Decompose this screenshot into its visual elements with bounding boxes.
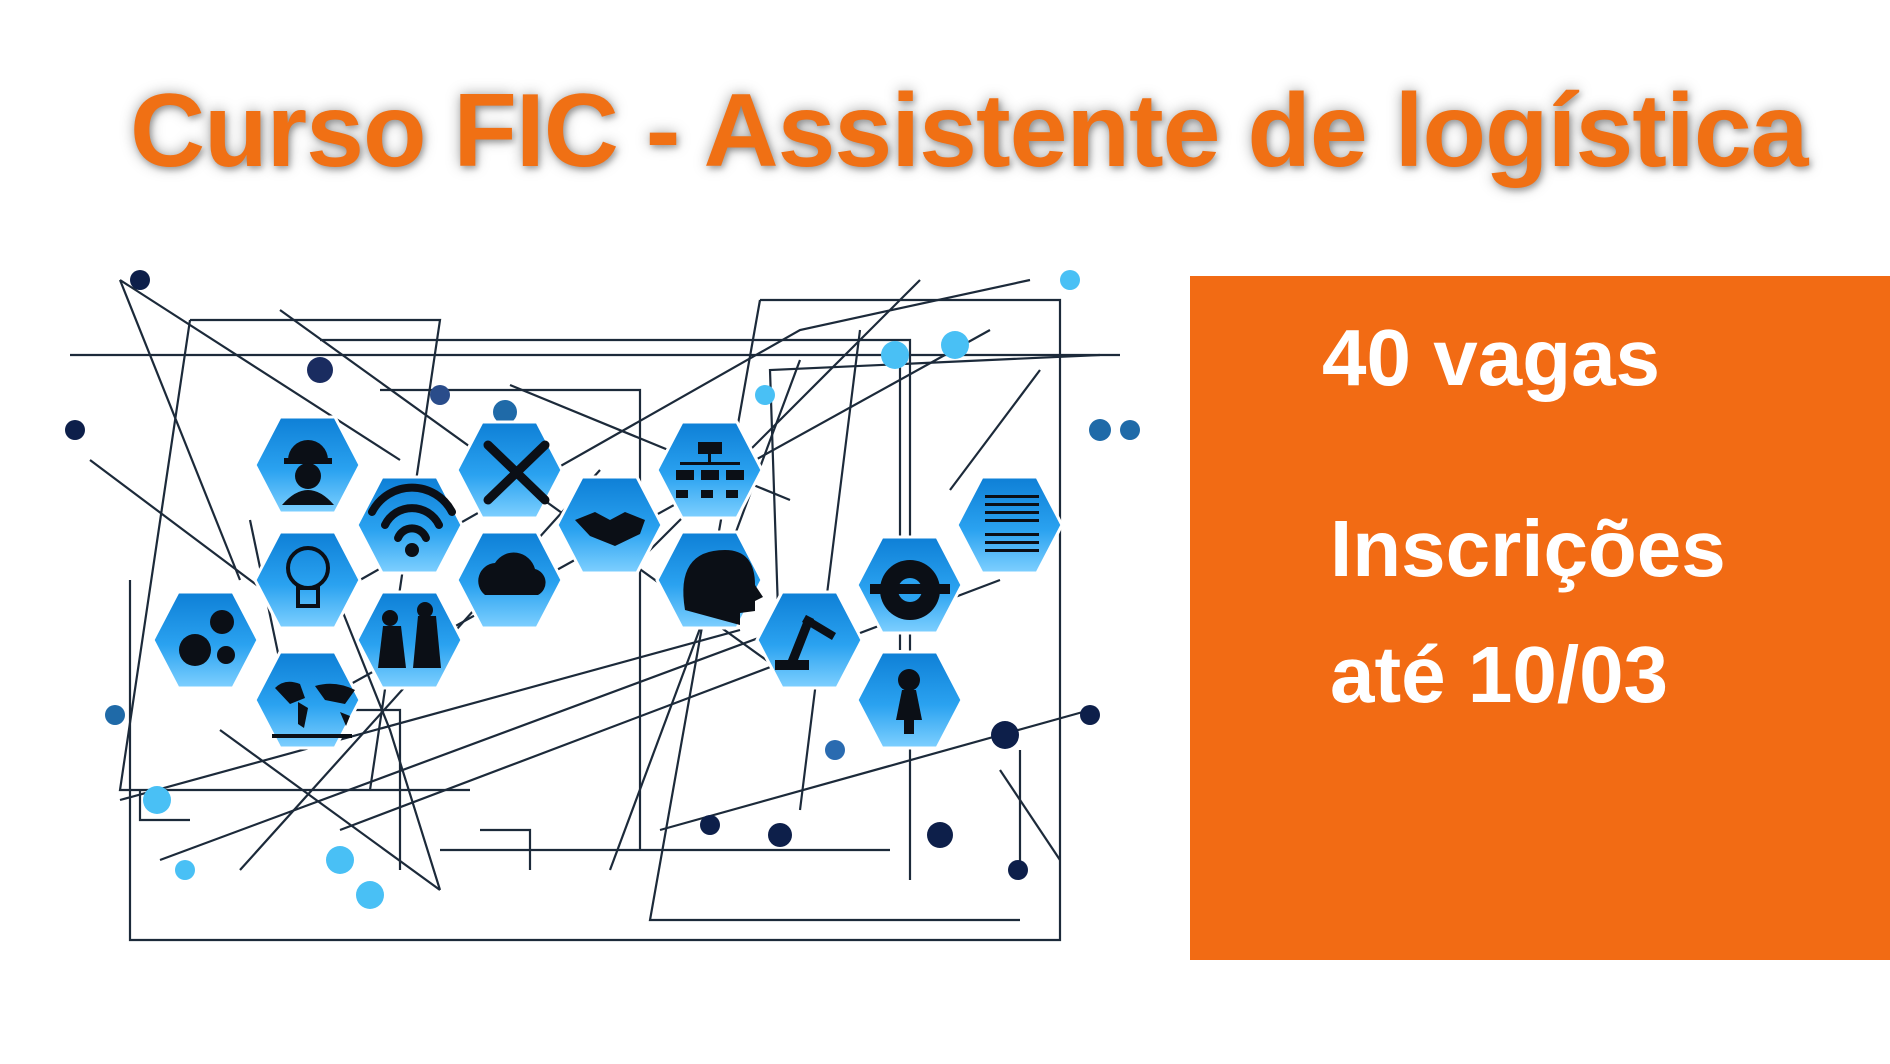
hex-binary: [955, 475, 1064, 575]
info-panel: 40 vagas Inscrições até 10/03: [1190, 276, 1890, 960]
hex-map: [253, 650, 362, 750]
network-dots: [65, 270, 1140, 909]
courier-icon: [896, 669, 922, 734]
world-map-icon: [272, 681, 355, 738]
deadline-text: Inscrições até 10/03: [1330, 486, 1726, 738]
cloud-icon: [478, 552, 546, 595]
service-gear-icon: [870, 560, 950, 620]
tools-icon: [483, 440, 550, 505]
network-illustration: [65, 270, 1140, 942]
gears-icon: [179, 610, 235, 666]
binary-icon: [985, 495, 1039, 552]
worker-icon: [282, 440, 334, 505]
wifi-icon: [368, 483, 456, 542]
vacancies-text: 40 vagas: [1322, 313, 1661, 402]
hex-lightbulb: [253, 530, 362, 630]
lightbulb-icon: [286, 546, 330, 608]
hex-robot: [755, 590, 864, 690]
deadline-line-2: até 10/03: [1330, 630, 1669, 719]
page-title: Curso FIC - Assistente de logística: [130, 73, 1809, 189]
org-chart-icon: [676, 442, 744, 498]
brain-gears-icon: [683, 550, 763, 625]
hex-meeting: [355, 590, 464, 690]
robot-arm-icon: [775, 615, 836, 670]
meeting-icon: [378, 602, 441, 668]
hex-icons: [179, 440, 1039, 738]
deadline-line-1: Inscrições: [1330, 504, 1726, 593]
wifi-dot: [405, 543, 419, 557]
handshake-icon: [575, 512, 645, 546]
